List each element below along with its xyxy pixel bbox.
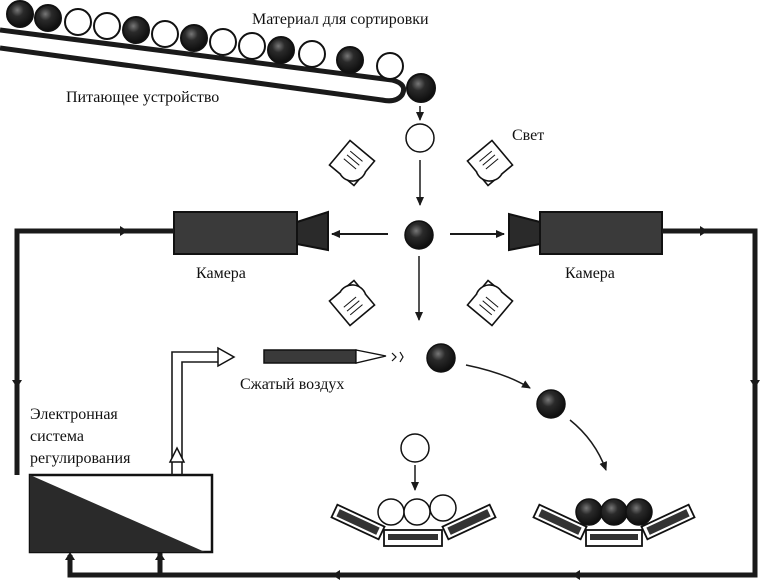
wiring-arrows	[12, 226, 760, 580]
camera-left-label: Камера	[196, 265, 246, 282]
lamp-bottom-left	[328, 279, 376, 327]
lamp-bottom-right	[466, 279, 514, 327]
light-label: Свет	[512, 127, 544, 144]
control-label-line2: система	[30, 428, 84, 445]
control-unit	[28, 473, 214, 554]
material-label: Материал для сортировки	[252, 11, 429, 28]
feeder-conveyor	[0, 27, 407, 104]
air-line-arrow-right	[217, 346, 236, 368]
accept-path	[400, 433, 430, 491]
lamp-top-right	[466, 139, 514, 187]
compressed-air-label: Сжатый воздух	[240, 376, 344, 393]
lamp-top-left	[328, 139, 376, 187]
air-nozzle	[263, 349, 404, 364]
material-balls	[6, 0, 436, 103]
air-line	[171, 351, 220, 475]
camera-right-label: Камера	[565, 265, 615, 282]
control-label-line1: Электронная	[30, 406, 118, 423]
reject-trajectory	[426, 343, 607, 471]
control-label-line3: регулирования	[30, 450, 131, 467]
bin-rejected	[532, 498, 696, 547]
falling-ball-light	[405, 123, 435, 153]
fall-path	[404, 106, 435, 321]
bin-accepted	[330, 494, 497, 547]
camera-right	[450, 211, 663, 255]
air-line-arrow-up	[168, 446, 186, 463]
scanned-ball	[404, 220, 434, 250]
feeder-label: Питающее устройство	[66, 89, 219, 106]
camera-left	[173, 210, 388, 255]
